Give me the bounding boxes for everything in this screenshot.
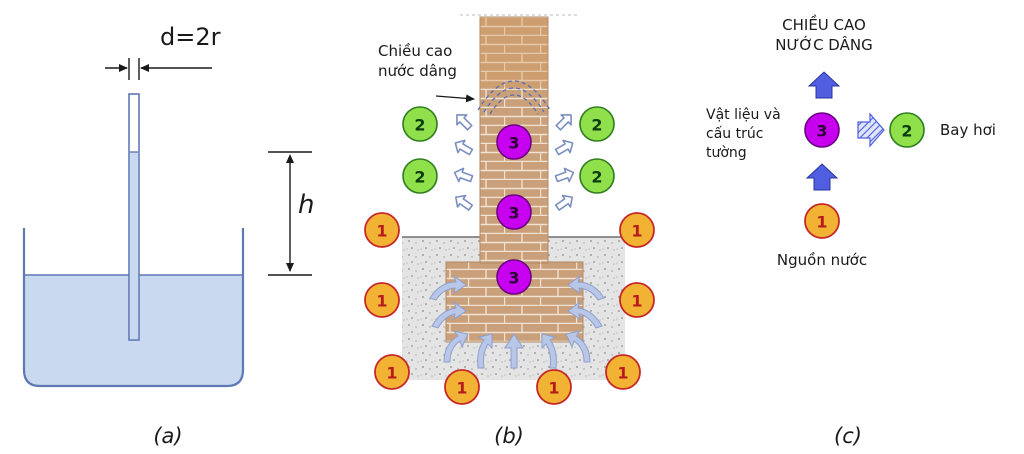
- marker-1-right-top: 1: [619, 212, 655, 248]
- marker-3-wall-middle: 3: [496, 194, 532, 230]
- material-label-line1: Vật liệu và: [706, 107, 781, 123]
- evap-arrow-left-2: [454, 139, 474, 156]
- evap-arrow-left-4: [455, 194, 474, 211]
- ingress-arrow-l4: [477, 333, 493, 369]
- evaporation-arrow-icon: [857, 112, 885, 148]
- caption-b: (b): [494, 424, 524, 448]
- svg-text:2: 2: [414, 168, 425, 187]
- ingress-arrow-l1: [429, 274, 467, 301]
- svg-text:2: 2: [591, 116, 602, 135]
- marker-1-left-middle: 1: [364, 282, 400, 318]
- marker-3-wall-upper: 3: [496, 124, 532, 160]
- svg-text:1: 1: [617, 364, 628, 383]
- svg-text:1: 1: [376, 222, 387, 241]
- ingress-arrow-r3: [565, 330, 591, 363]
- marker-2-right-upper: 2: [579, 106, 615, 142]
- evap-arrow-right-2: [554, 139, 574, 156]
- source-arrow-up-icon: [805, 163, 839, 191]
- marker-3-footing: 3: [496, 259, 532, 295]
- rise-label-line2: nước dâng: [378, 62, 457, 80]
- panel-a: d=2r h (a): [22, 23, 314, 448]
- diameter-dimension: [105, 58, 212, 80]
- marker-1-bottom-right: 1: [536, 369, 572, 405]
- evap-arrow-right-3: [554, 167, 575, 183]
- ingress-arrow-l2: [431, 300, 467, 329]
- caption-a: (a): [153, 424, 182, 448]
- source-label: Nguồn nước: [777, 251, 867, 269]
- svg-text:3: 3: [816, 122, 827, 141]
- svg-text:1: 1: [386, 364, 397, 383]
- svg-text:1: 1: [816, 213, 827, 232]
- capillary-water-column: [130, 152, 138, 339]
- marker-2-right-lower: 2: [579, 158, 615, 194]
- material-label-line2: cấu trúc: [706, 126, 763, 142]
- marker-1-right-middle: 1: [619, 282, 655, 318]
- svg-text:2: 2: [901, 122, 912, 141]
- height-dimension: [268, 151, 312, 276]
- legend-title-line1: CHIỀU CAO: [782, 13, 866, 34]
- svg-text:3: 3: [508, 269, 519, 288]
- svg-text:2: 2: [591, 168, 602, 187]
- capillary-rise-arcs: [477, 80, 551, 115]
- evap-arrow-right-1: [555, 114, 572, 131]
- panel-b: Chiều cao nước dâng: [364, 14, 655, 448]
- ingress-arrow-r1: [567, 274, 605, 301]
- height-label: h: [298, 190, 314, 220]
- diameter-label: d=2r: [160, 23, 221, 51]
- rise-label-line1: Chiều cao: [378, 42, 452, 60]
- svg-text:1: 1: [631, 222, 642, 241]
- evap-arrow-right-4: [554, 194, 573, 211]
- ingress-arrow-r4: [541, 333, 557, 369]
- ingress-arrow-l3: [443, 330, 469, 363]
- ingress-arrow-r2: [567, 300, 603, 329]
- marker-1-left-bottom: 1: [374, 354, 410, 390]
- evaporation-arrows: [453, 114, 575, 211]
- evap-arrow-left-3: [453, 167, 474, 183]
- caption-c: (c): [834, 424, 862, 448]
- legend-title-line2: NƯỚC DÂNG: [775, 35, 872, 54]
- ingress-arrow-bottom: [504, 333, 524, 369]
- svg-text:1: 1: [548, 379, 559, 398]
- legend-marker-3: 3: [804, 112, 840, 148]
- rise-arrow-up-icon: [807, 71, 841, 99]
- marker-1-right-bottom: 1: [605, 354, 641, 390]
- evap-arrow-left-1: [456, 114, 473, 131]
- marker-1-left-top: 1: [364, 212, 400, 248]
- marker-2-left-upper: 2: [402, 106, 438, 142]
- svg-text:1: 1: [631, 292, 642, 311]
- panel-c: CHIỀU CAO NƯỚC DÂNG Vật liệu và cấu trúc…: [706, 13, 996, 448]
- svg-text:3: 3: [508, 204, 519, 223]
- rise-pointer-arrow: [435, 94, 475, 103]
- material-label-line3: tường: [706, 145, 747, 161]
- svg-text:3: 3: [508, 134, 519, 153]
- water-ingress-arrows: [429, 274, 605, 369]
- svg-text:2: 2: [414, 116, 425, 135]
- marker-1-bottom-left: 1: [444, 369, 480, 405]
- svg-text:1: 1: [456, 379, 467, 398]
- evaporation-label: Bay hơi: [940, 121, 996, 139]
- container-outline: [22, 228, 245, 388]
- svg-text:1: 1: [376, 292, 387, 311]
- legend-marker-2: 2: [889, 112, 925, 148]
- marker-2-left-lower: 2: [402, 158, 438, 194]
- legend-marker-1: 1: [804, 203, 840, 239]
